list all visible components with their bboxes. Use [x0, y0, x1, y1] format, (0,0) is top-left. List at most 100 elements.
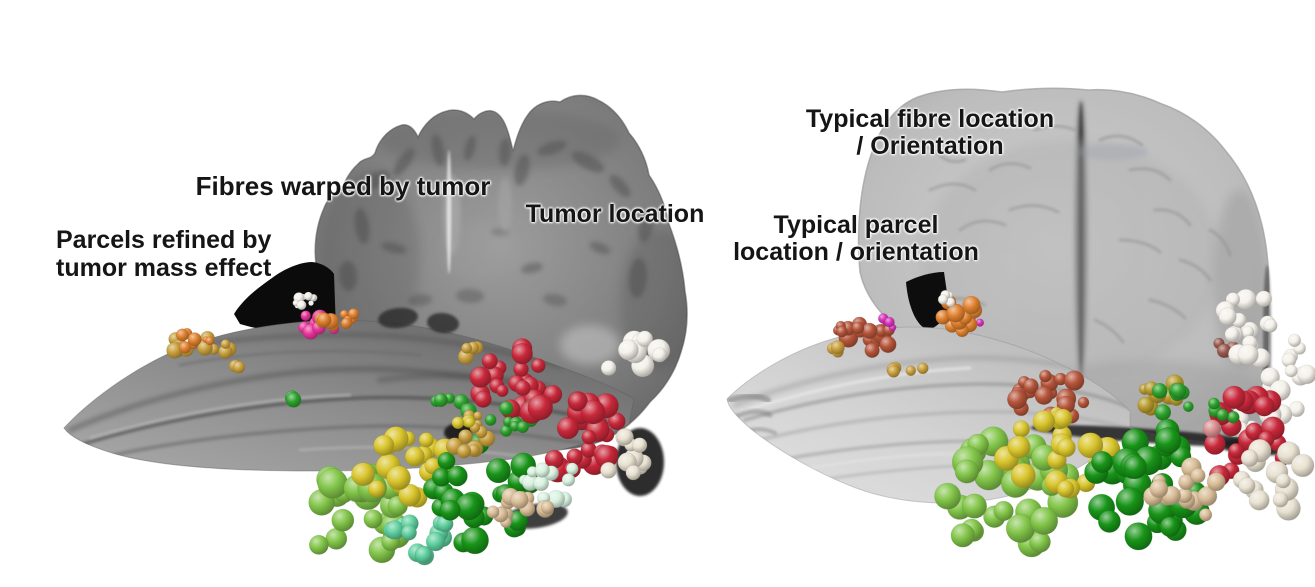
mri-texture-streak	[1118, 238, 1162, 254]
parcel-blob	[1224, 326, 1240, 343]
parcel-blob	[499, 401, 514, 416]
mri-texture-blotch	[560, 325, 620, 365]
parcel-blob	[1272, 491, 1289, 508]
parcel-blob	[950, 523, 975, 548]
parcel-blob	[1034, 386, 1054, 405]
parcel-blob	[510, 490, 529, 509]
mri-texture-streak	[958, 219, 1007, 232]
parcel-cluster-parcel_green_sphere	[1151, 382, 1194, 421]
parcel-blob	[851, 321, 865, 335]
parcel-blob	[625, 464, 641, 481]
parcel-blob	[232, 360, 246, 374]
parcel-cluster-parcel_cream	[600, 428, 652, 481]
left-brain-panel	[63, 94, 688, 566]
parcel-mushroom	[228, 359, 246, 374]
parcel-cluster-parcel_gold	[445, 422, 496, 459]
parcel-blob	[461, 526, 489, 555]
parcel-blob	[1190, 468, 1206, 484]
parcel-blob	[340, 317, 353, 329]
parcel-blob	[884, 316, 895, 328]
parcel-cluster-parcel_gold	[826, 340, 845, 358]
parcel-blob	[1222, 385, 1246, 410]
parcel-cluster-parcel_magenta	[877, 313, 897, 332]
parcel-blob	[1297, 364, 1315, 385]
parcel-cluster-parcel_pink_sphere	[1202, 419, 1222, 438]
annotation-label-parcels-refined: Parcels refined by tumor mass effect	[56, 226, 306, 282]
right-parcels-on-plane	[826, 289, 985, 378]
parcel-blob	[351, 462, 376, 487]
parcel-cluster-parcel_orange	[314, 308, 360, 332]
parcel-blob	[1197, 486, 1218, 507]
parcel-blob	[864, 342, 880, 358]
parcel-blob	[1007, 435, 1031, 459]
parcel-blob	[469, 366, 492, 388]
mri-texture-blotch	[378, 307, 418, 329]
parcel-blob	[367, 479, 386, 498]
mri-texture-streak	[98, 423, 617, 460]
parcel-blob	[1007, 389, 1028, 410]
parcel-blob	[485, 458, 511, 484]
parcel-blob	[527, 394, 554, 421]
mri-texture-streak	[743, 381, 1130, 422]
parcel-blob	[473, 411, 483, 421]
mri-texture-blotch	[320, 170, 420, 350]
parcel-blob	[398, 483, 422, 507]
parcel-blob	[1208, 397, 1221, 410]
annotation-text: Typical parcel	[773, 211, 939, 239]
mri-texture-streak	[1148, 298, 1187, 320]
green-ball	[284, 390, 302, 408]
mri-texture-streak	[928, 182, 977, 192]
parcel-cluster-parcel_white	[937, 289, 956, 308]
annotation-text: Typical fibre location	[805, 105, 1055, 133]
parcel-blob	[1077, 432, 1104, 459]
parcel-cluster-parcel_teal	[383, 514, 454, 566]
parcel-blob	[916, 362, 929, 375]
parcel-blob	[1056, 480, 1075, 498]
parcel-blob	[836, 325, 848, 338]
parcel-blob	[1012, 420, 1031, 438]
annotation-text: location / orientation	[733, 238, 979, 266]
parcel-blob	[616, 428, 634, 446]
annotation-text: tumor mass effect	[56, 253, 272, 282]
parcel-blob	[1202, 419, 1222, 438]
parcel-blob	[540, 500, 555, 515]
parcel-blob	[1053, 408, 1073, 429]
parcel-blob	[830, 340, 845, 355]
parcel-cluster-parcel_rust	[832, 320, 848, 338]
mri-texture-streak	[738, 366, 972, 414]
parcel-blob	[1198, 508, 1213, 522]
parcel-blob	[631, 437, 648, 453]
parcel-blob	[1124, 522, 1153, 551]
parcel-blob	[568, 391, 588, 411]
parcel-blob	[464, 416, 475, 428]
mri-texture-blotch	[446, 150, 452, 274]
mri-texture-streak	[178, 349, 422, 367]
parcel-blob	[433, 392, 449, 408]
parcel-blob	[600, 461, 617, 479]
parcel-cluster-parcel_green_sphere	[430, 392, 455, 408]
parcel-blob	[1291, 453, 1315, 478]
parcel-blob	[1115, 487, 1145, 516]
parcel-blob	[308, 535, 329, 555]
parcel-blob	[1063, 370, 1085, 391]
parcel-blob	[1056, 438, 1076, 458]
parcel-blob	[1263, 318, 1278, 333]
parcel-blob	[300, 310, 312, 322]
parcel-blob	[1091, 450, 1114, 473]
parcel-blob	[474, 390, 492, 408]
left-parcels-on-plane	[166, 291, 360, 408]
parcel-cluster-parcel_rust	[838, 316, 897, 358]
parcel-blob	[316, 312, 332, 328]
parcel-blob	[1228, 442, 1245, 459]
mri-texture-streak	[1128, 167, 1172, 182]
mri-texture-blotch	[456, 288, 484, 304]
parcel-blob	[1077, 396, 1090, 409]
parcel-blob	[451, 416, 465, 430]
parcel-blob	[418, 432, 434, 448]
parcel-blob	[481, 353, 498, 370]
parcel-blob	[446, 465, 468, 487]
parcel-blob	[220, 339, 231, 350]
parcel-blob	[347, 308, 360, 320]
parcel-blob	[363, 509, 383, 529]
